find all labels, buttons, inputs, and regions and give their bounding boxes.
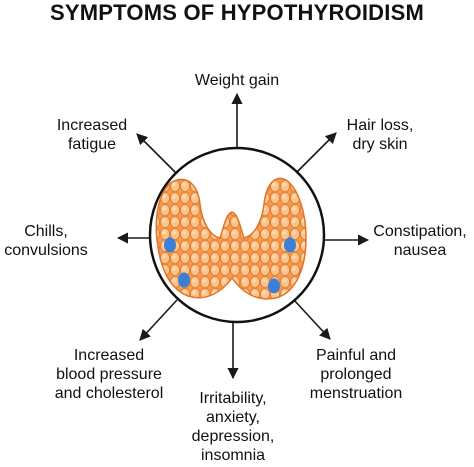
page-title: SYMPTOMS OF HYPOTHYROIDISM	[50, 0, 424, 25]
nodule	[284, 237, 296, 253]
label-irritability: Irritability, anxiety, depression, insom…	[191, 390, 275, 464]
thyroid-gland	[155, 177, 307, 300]
label-constipation: Constipation, nausea	[373, 223, 467, 259]
label-chills: Chills, convulsions	[4, 223, 88, 259]
arrow-up-left	[136, 133, 177, 174]
label-blood-pressure: Increased blood pressure and cholesterol	[54, 347, 164, 402]
thyroid-shape	[155, 177, 307, 300]
label-weight-gain: Weight gain	[194, 72, 280, 89]
arrow-down-right	[293, 299, 331, 340]
nodule	[164, 237, 176, 253]
label-menstruation: Painful and prolonged menstruation	[309, 347, 403, 402]
nodule	[268, 278, 280, 294]
arrows	[116, 92, 370, 380]
label-hair-loss: Hair loss, dry skin	[346, 117, 414, 153]
arrow-up-right	[296, 132, 337, 173]
label-fatigue: Increased fatigue	[56, 117, 128, 153]
arrow-down-left	[139, 299, 178, 341]
nodule	[178, 272, 190, 288]
